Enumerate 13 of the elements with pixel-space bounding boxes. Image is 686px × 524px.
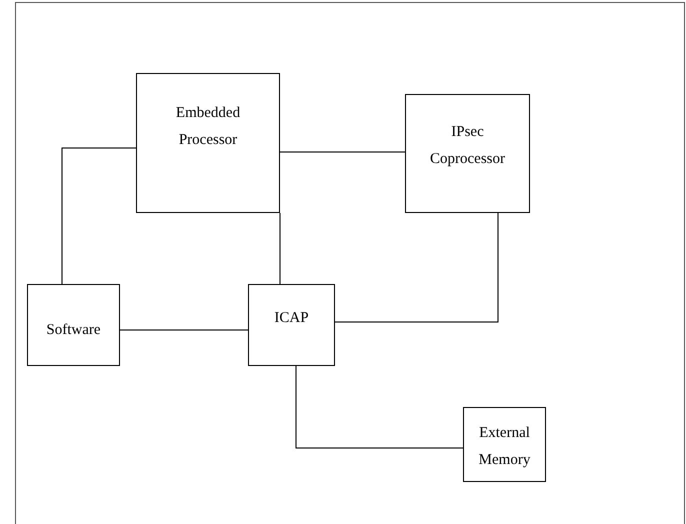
connector-line xyxy=(296,366,464,448)
box-label: ICAP xyxy=(274,309,309,328)
connector-line xyxy=(334,212,498,322)
box-label: External Memory xyxy=(478,424,532,470)
connector-line xyxy=(62,148,136,284)
box-label: Embedded Processor xyxy=(174,104,242,150)
box-label: IPsec Coprocessor xyxy=(429,123,506,169)
component-box xyxy=(27,284,120,366)
component-box xyxy=(136,73,280,213)
component-box xyxy=(463,407,546,482)
box-label: Software xyxy=(46,321,101,340)
component-box xyxy=(405,94,530,213)
component-box xyxy=(248,284,335,366)
